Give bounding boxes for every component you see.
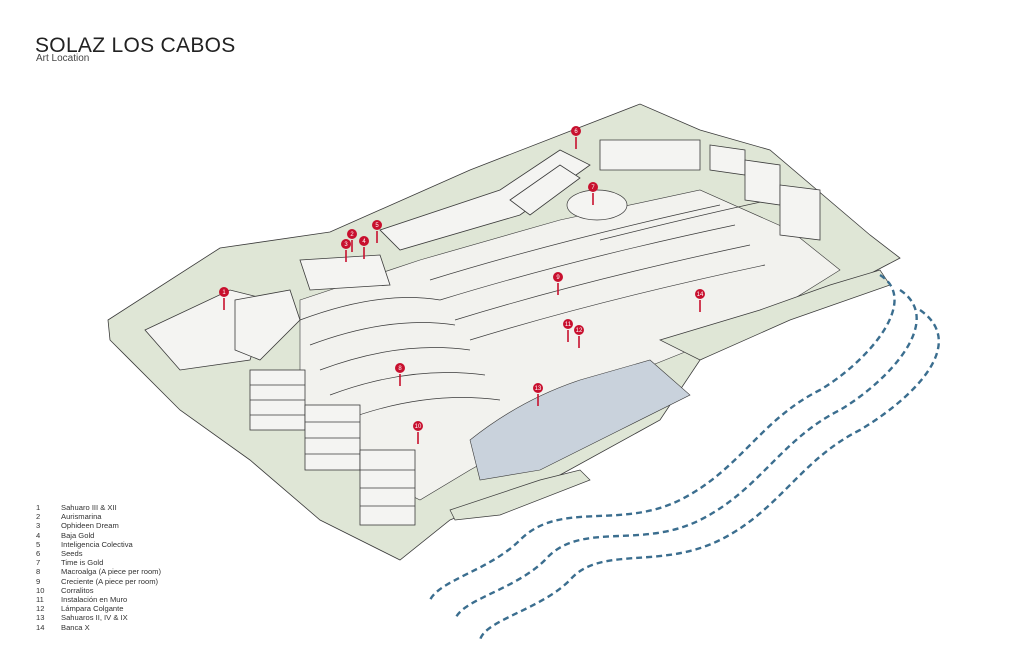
marker-12-label: 12 [576, 328, 583, 334]
legend-number: 8 [36, 567, 41, 577]
legend-name: Banca X [61, 622, 90, 632]
legend-item: 14 Banca X [36, 623, 161, 632]
marker-6[interactable]: 6 [571, 126, 581, 149]
legend-item: 2 Aurismarina [36, 512, 161, 521]
legend-item: 9 Creciente (A piece per room) [36, 577, 161, 586]
legend-item: 10 Corralitos [36, 586, 161, 595]
legend-item: 1 Sahuaro III & XII [36, 503, 161, 512]
legend-item: 6 Seeds [36, 549, 161, 558]
legend-name: Corralitos [61, 585, 94, 595]
legend-name: Sahuaros II, IV & IX [61, 613, 128, 623]
marker-13-label: 13 [535, 386, 542, 392]
marker-11[interactable]: 11 [563, 319, 573, 342]
legend-name: Sahuaro III & XII [61, 503, 117, 512]
legend-number: 12 [36, 604, 45, 614]
pool-area [469, 359, 691, 481]
legend-item: 3 Ophideen Dream [36, 521, 161, 530]
marker-8[interactable]: 8 [395, 363, 405, 386]
legend-name: Baja Gold [61, 530, 95, 540]
marker-2-label: 2 [350, 232, 354, 238]
marker-14-label: 14 [697, 292, 704, 298]
marker-10[interactable]: 10 [413, 421, 423, 444]
legend-name: Inteligencia Colectiva [61, 539, 133, 549]
marker-11-label: 11 [565, 322, 572, 328]
legend-name: Macroalga (A piece per room) [61, 567, 162, 577]
marker-5[interactable]: 5 [372, 220, 382, 243]
legend-number: 11 [36, 595, 44, 605]
legend-number: 13 [36, 613, 45, 623]
legend-name: Seeds [61, 549, 83, 559]
legend-item: 13 Sahuaros II, IV & IX [36, 613, 161, 622]
legend-number: 4 [36, 530, 41, 540]
tower-buildings [249, 369, 416, 526]
page-title: SOLAZ LOS CABOS [35, 34, 236, 57]
legend-number: 2 [36, 512, 41, 522]
legend-number: 3 [36, 521, 41, 531]
marker-3-label: 3 [344, 242, 348, 248]
legend-item: 12 Lámpara Colgante [36, 604, 161, 613]
ocean-waves [428, 273, 941, 641]
marker-10-label: 10 [415, 424, 422, 430]
marker-7[interactable]: 7 [588, 182, 598, 205]
legend-item: 11 Instalación en Muro [36, 595, 161, 604]
legend-number: 9 [36, 576, 41, 586]
marker-14[interactable]: 14 [695, 289, 705, 312]
marker-5-label: 5 [375, 223, 379, 229]
legend-name: Ophideen Dream [61, 521, 119, 531]
legend-item: 8 Macroalga (A piece per room) [36, 567, 161, 576]
circular-plaza [566, 189, 628, 221]
marker-4[interactable]: 4 [359, 236, 369, 259]
legend-number: 10 [36, 585, 45, 595]
legend-number: 1 [36, 503, 41, 512]
marker-3[interactable]: 3 [341, 239, 351, 262]
legend-name: Time is Gold [61, 558, 104, 568]
legend-item: 4 Baja Gold [36, 531, 161, 540]
legend-number: 6 [36, 549, 41, 559]
page-subtitle: Art Location [36, 53, 90, 64]
building-wings [299, 199, 771, 421]
marker-8-label: 8 [398, 366, 402, 372]
marker-4-label: 4 [362, 239, 366, 245]
legend-number: 5 [36, 539, 41, 549]
legend-name: Instalación en Muro [61, 595, 128, 605]
marker-7-label: 7 [591, 185, 595, 191]
art-legend: 1 Sahuaro III & XII 2 Aurismarina 3 Ophidee… [36, 503, 161, 632]
legend-name: Aurismarina [61, 512, 102, 522]
marker-2[interactable]: 2 [347, 229, 357, 252]
legend-name: Lámpara Colgante [61, 604, 124, 614]
marker-1-label: 1 [222, 290, 226, 296]
marker-9-label: 9 [556, 275, 560, 281]
legend-item: 5 Inteligencia Colectiva [36, 540, 161, 549]
marker-13[interactable]: 13 [533, 383, 543, 406]
legend-number: 7 [36, 558, 41, 568]
marker-1[interactable]: 1 [219, 287, 229, 310]
legend-name: Creciente (A piece per room) [61, 576, 159, 586]
art-markers: 1 2 3 4 5 6 7 [219, 126, 705, 444]
marker-6-label: 6 [574, 129, 578, 135]
marker-12[interactable]: 12 [574, 325, 584, 348]
legend-item: 7 Time is Gold [36, 558, 161, 567]
legend-number: 14 [36, 622, 45, 632]
main-buildings [144, 139, 821, 371]
marker-9[interactable]: 9 [553, 272, 563, 295]
